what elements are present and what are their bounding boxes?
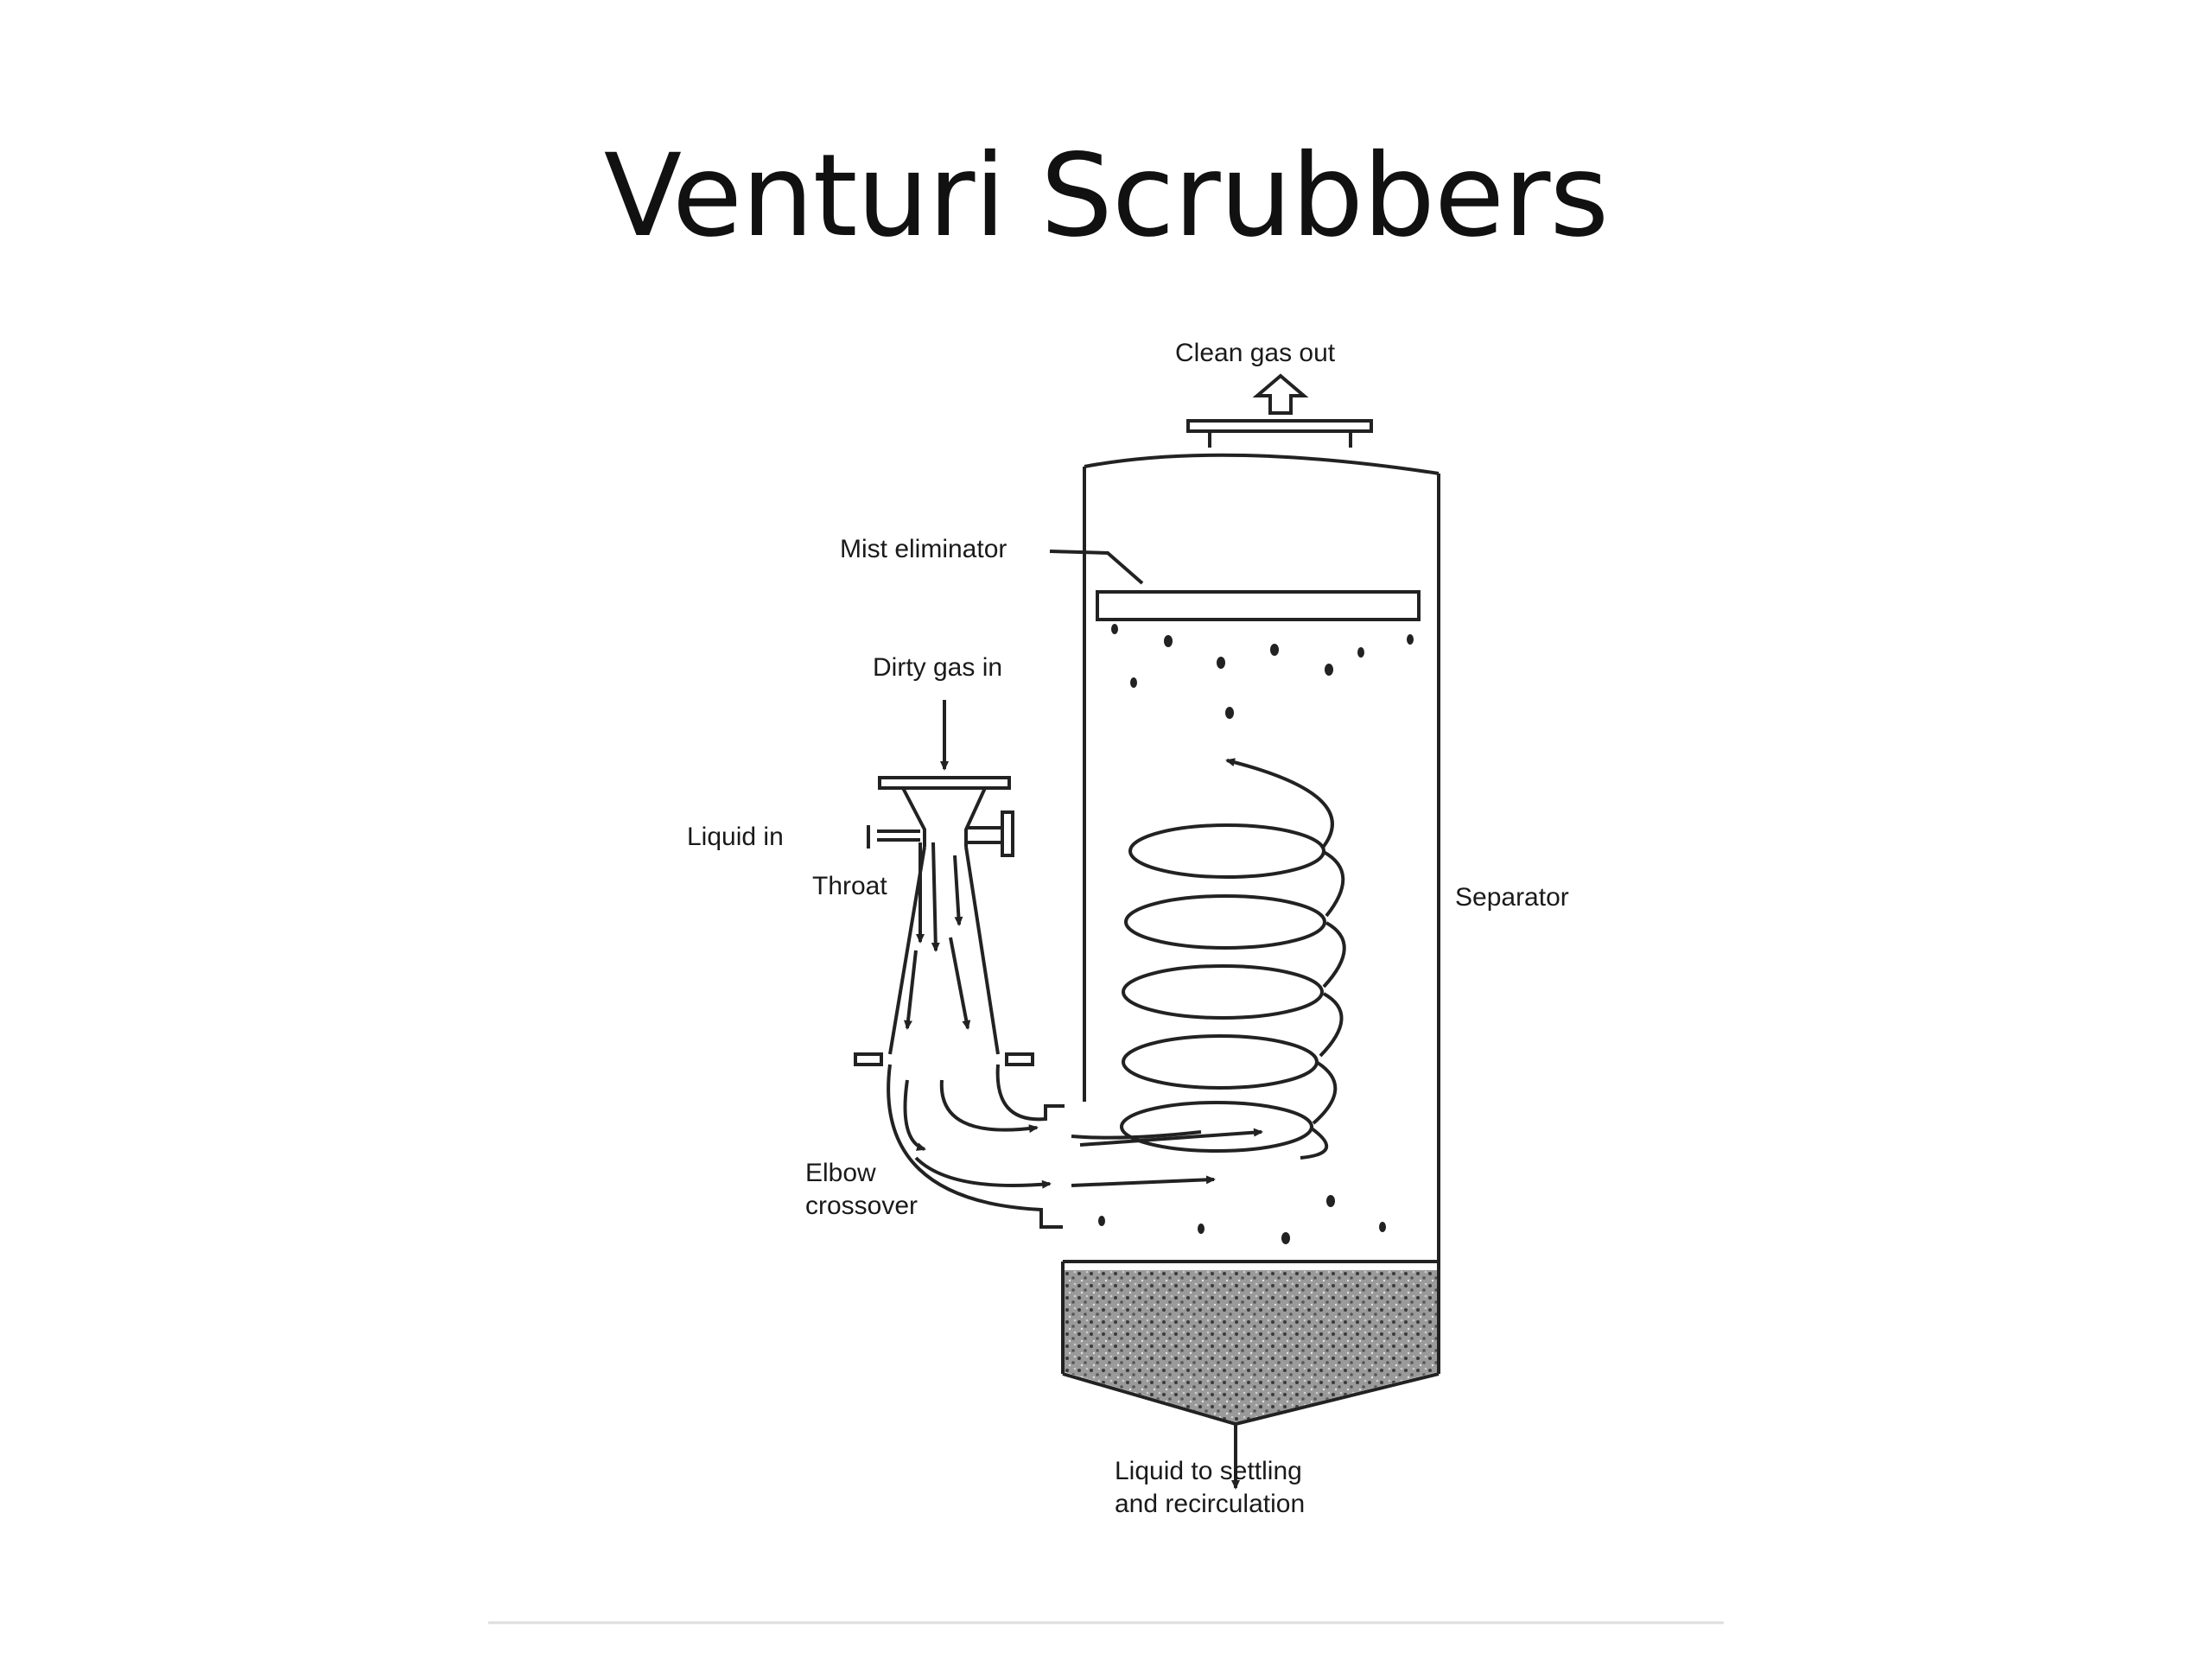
falling-droplets xyxy=(1098,624,1414,1244)
clean-gas-arrow-icon xyxy=(1252,373,1309,415)
label-clean-gas-out: Clean gas out xyxy=(1175,339,1336,367)
label-crossover: crossover xyxy=(805,1192,918,1220)
elbow-crossover xyxy=(887,1064,1216,1229)
outlet-nozzle xyxy=(1186,373,1373,448)
label-separator: Separator xyxy=(1455,883,1569,912)
label-elbow: Elbow xyxy=(805,1159,876,1187)
mist-eliminator-leader xyxy=(1049,550,1144,585)
label-and-recirculation: and recirculation xyxy=(1115,1490,1305,1518)
venturi-throat xyxy=(854,700,1034,1066)
label-dirty-gas-in: Dirty gas in xyxy=(873,653,1002,682)
label-throat: Throat xyxy=(812,872,887,900)
label-liquid-in: Liquid in xyxy=(687,823,784,851)
separator-vessel xyxy=(1061,453,1440,1490)
slide-title: Venturi Scrubbers xyxy=(603,130,1609,263)
label-liquid-to-settling: Liquid to settling xyxy=(1115,1457,1302,1485)
label-mist-eliminator: Mist eliminator xyxy=(840,535,1007,563)
sludge-layer xyxy=(1065,1270,1437,1422)
cyclonic-spiral xyxy=(1071,758,1346,1160)
mist-eliminator-pad xyxy=(1096,590,1421,621)
